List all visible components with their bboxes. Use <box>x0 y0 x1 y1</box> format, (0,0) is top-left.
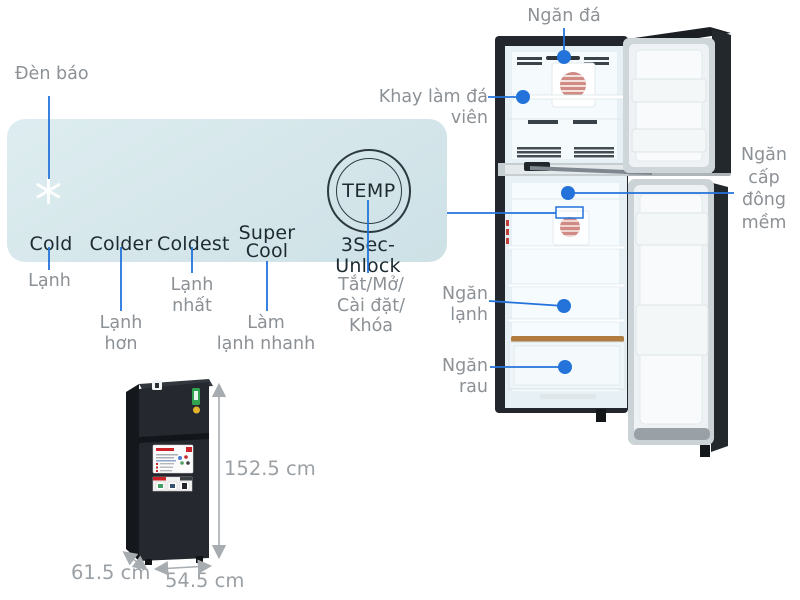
mode-colder-label: Colder <box>89 233 153 255</box>
temp-button: TEMP <box>327 149 411 233</box>
vi-temp-label: Tắt/Mở/ Cài đặt/ Khóa <box>337 275 405 336</box>
brand-logo <box>152 380 162 390</box>
gold-badge <box>193 406 200 414</box>
callout-soft-freeze-label: Ngăn cấp đông mềm <box>740 145 787 233</box>
temp-button-inner: TEMP <box>336 158 402 224</box>
mode-supercool-label: Super Cool <box>238 222 296 262</box>
callout-vegetable-label: Ngăn rau <box>441 356 488 397</box>
callout-freezer-label: Ngăn đá <box>527 6 601 26</box>
dimension-width-label: 54.5 cm <box>165 569 245 592</box>
small-fridge-illustration <box>126 379 213 565</box>
dimension-arrows <box>122 382 227 576</box>
indicator-light-label: Đèn báo <box>15 64 89 84</box>
callout-dots <box>516 50 575 374</box>
vi-coldest-label: Lạnh nhất <box>170 275 214 316</box>
mode-cold-label: Cold <box>29 233 73 255</box>
callout-ice-tray-label: Khay làm đá viên <box>378 87 488 128</box>
energy-label <box>192 388 200 405</box>
vi-supercool-label: Làm lạnh nhanh <box>216 313 316 354</box>
dimension-height-label: 152.5 cm <box>224 457 316 480</box>
dimension-depth-label: 61.5 cm <box>71 561 151 584</box>
temp-button-label: TEMP <box>342 180 396 202</box>
temp-instruction-label: 3Sec-Unlock <box>335 234 401 277</box>
temp-control-highlight <box>555 206 584 219</box>
snowflake-icon <box>35 177 62 204</box>
big-fridge-illustration <box>495 27 731 457</box>
callout-cooler-label: Ngăn lạnh <box>441 284 488 325</box>
vi-colder-label: Lạnh hơn <box>99 313 143 354</box>
vi-cold-label: Lạnh <box>28 271 71 291</box>
feature-sticker <box>152 476 193 492</box>
product-sticker <box>152 444 194 474</box>
mode-coldest-label: Coldest <box>157 233 230 255</box>
